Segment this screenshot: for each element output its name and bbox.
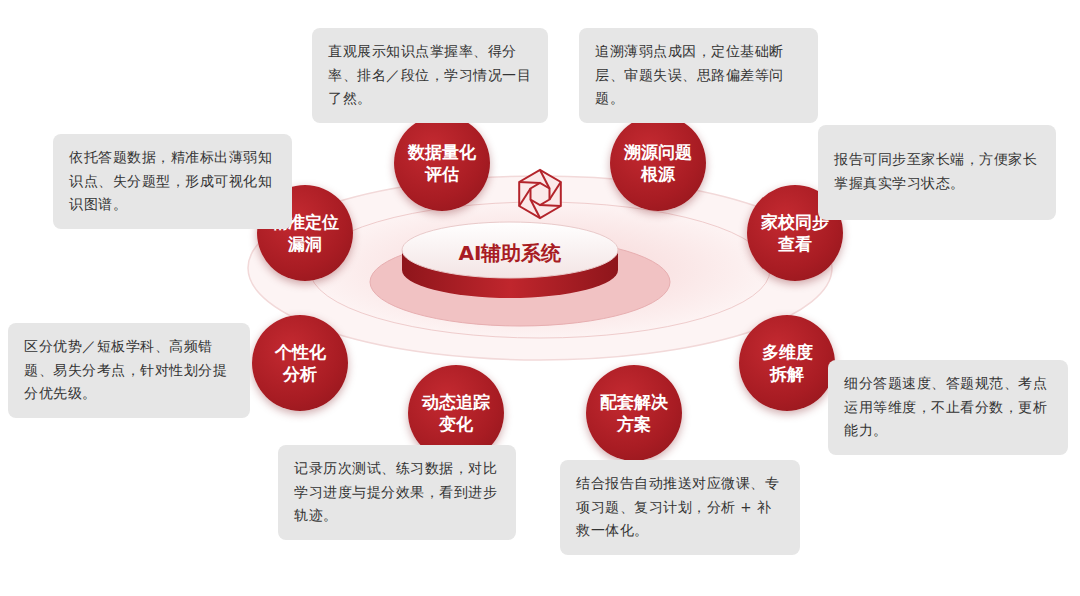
node-text: 配套解决 方案: [598, 391, 670, 435]
node-text: 报告可同步至家长端，方便家长掌握真实学习状态。: [834, 148, 1040, 195]
node-text: 依托答题数据，精准标出薄弱知识点、失分题型，形成可视化知识图谱。: [69, 146, 276, 217]
logo-hexagon: [519, 170, 561, 218]
node-text: 多维度 拆解: [751, 341, 823, 385]
node-text: 溯源问题 根源: [622, 141, 694, 185]
description-box: 依托答题数据，精准标出薄弱知识点、失分题型，形成可视化知识图谱。: [53, 134, 292, 229]
feature-circle: 多维度 拆解: [739, 315, 835, 411]
node-text: 个性化 分析: [264, 341, 336, 385]
description-box: 报告可同步至家长端，方便家长掌握真实学习状态。: [818, 125, 1056, 220]
feature-circle: 配套解决 方案: [586, 365, 682, 461]
description-box: 直观展示知识点掌握率、得分率、排名／段位，学习情况一目了然。: [312, 28, 548, 123]
logo-fold: [519, 182, 540, 183]
logo-fold: [531, 200, 541, 219]
logo-fold: [540, 170, 550, 189]
middle-ring: [310, 202, 770, 338]
feature-circle: 溯源问题 根源: [610, 115, 706, 211]
node-text: 追溯薄弱点成因，定位基础断层、审题失误、思路偏差等问题。: [595, 40, 802, 111]
description-box: 追溯薄弱点成因，定位基础断层、审题失误、思路偏差等问题。: [579, 28, 818, 123]
logo-fold: [519, 189, 530, 207]
logo-fold: [550, 182, 561, 200]
feature-circle: 数据量化 评估: [394, 115, 490, 211]
node-text: 数据量化 评估: [406, 141, 478, 185]
feature-circle: 个性化 分析: [252, 315, 348, 411]
node-text: 细分答题速度、答题规范、考点运用等维度，不止看分数，更析能力。: [844, 372, 1052, 443]
node-text: 区分优势／短板学科、高频错题、易失分考点，针对性划分提分优先级。: [24, 335, 234, 406]
description-box: 结合报告自动推送对应微课、专项习题、复习计划，分析 + 补救一体化。: [560, 460, 800, 555]
logo-inner: [531, 183, 550, 205]
node-text: 记录历次测试、练习数据，对比学习进度与提分效果，看到进步轨迹。: [294, 457, 500, 528]
node-text: 结合报告自动推送对应微课、专项习题、复习计划，分析 + 补救一体化。: [576, 472, 784, 543]
node-text: 动态追踪 变化: [420, 391, 492, 435]
description-box: 记录历次测试、练习数据，对比学习进度与提分效果，看到进步轨迹。: [278, 445, 516, 540]
node-text: 直观展示知识点掌握率、得分率、排名／段位，学习情况一目了然。: [328, 40, 532, 111]
node-text: AI辅助系统: [400, 240, 620, 267]
description-box: 区分优势／短板学科、高频错题、易失分考点，针对性划分提分优先级。: [8, 323, 250, 418]
logo-fold: [540, 205, 561, 206]
description-box: 细分答题速度、答题规范、考点运用等维度，不止看分数，更析能力。: [828, 360, 1068, 455]
